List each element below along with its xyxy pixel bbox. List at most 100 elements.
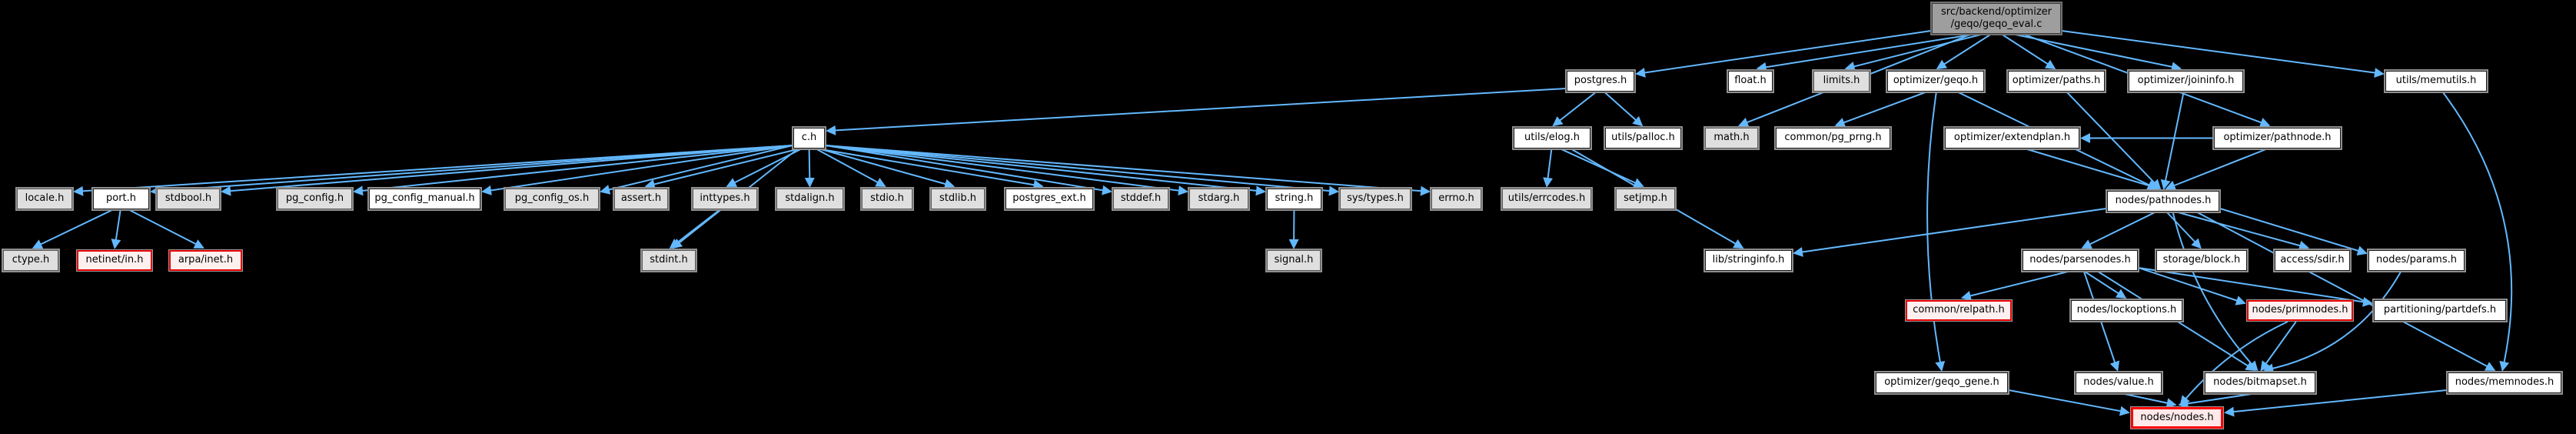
node-arpa-inet-h[interactable]: arpa/inet.h: [169, 250, 242, 271]
node-netinet-in-h[interactable]: netinet/in.h: [77, 250, 152, 271]
node-port-h[interactable]: port.h: [93, 189, 149, 209]
node-label: string.h: [1275, 192, 1314, 205]
node-pg-config-h[interactable]: pg_config.h: [278, 189, 352, 209]
include-edge-nodes_value_h-to-nodes_nodes_h: [2124, 393, 2177, 409]
node-label: signal.h: [1274, 254, 1314, 266]
node-c-h[interactable]: c.h: [793, 128, 825, 149]
node-storage-block-h[interactable]: storage/block.h: [2156, 250, 2247, 271]
node-stdalign-h[interactable]: stdalign.h: [776, 189, 843, 209]
node-partitioning-partdefs-h[interactable]: partitioning/partdefs.h: [2374, 300, 2506, 321]
node-stdint-h[interactable]: stdint.h: [642, 250, 696, 271]
node-signal-h[interactable]: signal.h: [1267, 250, 1321, 271]
include-edge-c_h-to-pg_config_os_h: [600, 145, 793, 195]
node-setjmp-h[interactable]: setjmp.h: [1616, 189, 1675, 209]
node-label: postgres_ext.h: [1012, 192, 1086, 205]
include-edge-optimizer_geqo_h-to-common_pg_prng_h: [1834, 92, 1926, 128]
include-edge-c_h-to-string_h: [825, 145, 1266, 196]
node-nodes-bitmapset-h[interactable]: nodes/bitmapset.h: [2205, 372, 2315, 393]
node-label: nodes/parsenodes.h: [2029, 254, 2131, 266]
include-edge-c_h-to-pg_config_h: [353, 145, 793, 196]
node-common-pg-prng-h[interactable]: common/pg_prng.h: [1776, 128, 1890, 149]
include-edge-nodes_parsenodes_h-to-nodes_primnodes_h: [2138, 267, 2246, 305]
include-edge-nodes_parsenodes_h-to-nodes_lockoptions_h: [2084, 271, 2127, 299]
node-utils-errcodes-h[interactable]: utils/errcodes.h: [1502, 189, 1591, 209]
include-edge-optimizer_paths_h-to-nodes_pathnodes_h: [2066, 92, 2162, 190]
include-edge-c_h-to-stdalign_h: [804, 149, 815, 188]
node-label: nodes/params.h: [2376, 254, 2457, 266]
node-postgres-ext-h[interactable]: postgres_ext.h: [1005, 189, 1093, 209]
include-edge-nodes_primnodes_h-to-nodes_nodes_h: [2179, 321, 2288, 406]
node-limits-h[interactable]: limits.h: [1813, 71, 1870, 92]
node-stdbool-h[interactable]: stdbool.h: [157, 189, 220, 209]
node-ctype-h[interactable]: ctype.h: [3, 250, 58, 271]
node-label: pg_config_os.h: [514, 192, 590, 205]
node-nodes-lockoptions-h[interactable]: nodes/lockoptions.h: [2071, 300, 2182, 321]
node-nodes-params-h[interactable]: nodes/params.h: [2368, 250, 2465, 271]
node-string-h[interactable]: string.h: [1267, 189, 1321, 209]
node-pg-config-os-h[interactable]: pg_config_os.h: [505, 189, 599, 209]
node-label: locale.h: [25, 192, 65, 205]
node-optimizer-pathnode-h[interactable]: optimizer/pathnode.h: [2214, 128, 2341, 149]
node-label: nodes/value.h: [2083, 376, 2154, 389]
node-nodes-memnodes-h[interactable]: nodes/memnodes.h: [2448, 372, 2561, 393]
node-geqo-eval-c[interactable]: src/backend/optimizer /geqo/geqo_eval.c: [1932, 3, 2061, 34]
node-utils-elog-h[interactable]: utils/elog.h: [1514, 128, 1590, 149]
node-nodes-pathnodes-h[interactable]: nodes/pathnodes.h: [2107, 191, 2219, 212]
include-edge-port_h-to-netinet_in_h: [111, 209, 121, 249]
node-label: optimizer/extendplan.h: [1953, 132, 2071, 144]
node-label: stdio.h: [870, 192, 904, 205]
include-edge-c_h-to-port_h: [150, 145, 793, 196]
node-label: utils/memutils.h: [2395, 75, 2477, 87]
node-label: nodes/pathnodes.h: [2115, 195, 2212, 207]
node-sys-types-h[interactable]: sys/types.h: [1340, 189, 1411, 209]
node-label: c.h: [801, 132, 817, 144]
include-edge-geqo_eval_c-to-optimizer_paths_h: [2002, 34, 2056, 70]
node-nodes-nodes-h[interactable]: nodes/nodes.h: [2131, 407, 2223, 429]
node-label: optimizer/joininfo.h: [2137, 75, 2235, 87]
node-optimizer-extendplan-h[interactable]: optimizer/extendplan.h: [1945, 128, 2079, 149]
include-edge-geqo_eval_c-to-optimizer_geqo_h: [1936, 34, 1991, 70]
node-label: nodes/nodes.h: [2140, 411, 2214, 423]
include-edge-geqo_eval_c-to-postgres_h: [1635, 30, 1932, 78]
node-nodes-parsenodes-h[interactable]: nodes/parsenodes.h: [2023, 250, 2138, 271]
include-edge-nodes_pathnodes_h-to-nodes_bitmapset_h: [2172, 212, 2259, 372]
include-edge-c_h-to-stdio_h: [816, 149, 886, 187]
node-label: pg_config.h: [285, 192, 344, 205]
include-edge-c_h-to-sys_types_h: [825, 145, 1339, 196]
node-access-sdir-h[interactable]: access/sdir.h: [2275, 250, 2350, 271]
node-postgres-h[interactable]: postgres.h: [1567, 71, 1634, 92]
node-inttypes-h[interactable]: inttypes.h: [693, 189, 757, 209]
node-errno-h[interactable]: errno.h: [1431, 189, 1481, 209]
node-stddef-h[interactable]: stddef.h: [1113, 189, 1168, 209]
node-stdarg-h[interactable]: stdarg.h: [1189, 189, 1248, 209]
node-label: ctype.h: [12, 254, 50, 266]
include-edge-postgres_h-to-utils_elog_h: [1552, 92, 1597, 127]
node-optimizer-geqo-gene-h[interactable]: optimizer/geqo_gene.h: [1876, 372, 2008, 393]
node-assert-h[interactable]: assert.h: [614, 189, 668, 209]
node-lib-stringinfo-h[interactable]: lib/stringinfo.h: [1705, 250, 1792, 271]
node-label: setjmp.h: [1624, 192, 1667, 205]
include-edge-nodes_pathnodes_h-to-nodes_parsenodes_h: [2081, 212, 2156, 249]
node-float-h[interactable]: float.h: [1728, 71, 1773, 92]
node-common-relpath-h[interactable]: common/relpath.h: [1906, 300, 2012, 321]
include-edge-utils_elog_h-to-utils_errcodes_h: [1543, 149, 1554, 188]
node-stdlib-h[interactable]: stdlib.h: [931, 189, 985, 209]
node-math-h[interactable]: math.h: [1705, 128, 1758, 149]
include-edge-geqo_eval_c-to-float_h: [1756, 34, 1973, 72]
node-locale-h[interactable]: locale.h: [17, 189, 72, 209]
include-edge-nodes_parsenodes_h-to-nodes_value_h: [2083, 271, 2120, 372]
include-edge-nodes_pathnodes_h-to-storage_block_h: [2166, 212, 2202, 249]
node-pg-config-manual-h[interactable]: pg_config_manual.h: [369, 189, 480, 209]
node-optimizer-joininfo-h[interactable]: optimizer/joininfo.h: [2129, 71, 2243, 92]
node-stdio-h[interactable]: stdio.h: [862, 189, 912, 209]
include-edge-c_h-to-stdarg_h: [825, 145, 1188, 196]
node-optimizer-paths-h[interactable]: optimizer/paths.h: [2008, 71, 2105, 92]
node-label: src/backend/optimizer /geqo/geqo_eval.c: [1940, 5, 2052, 30]
node-utils-memutils-h[interactable]: utils/memutils.h: [2385, 71, 2487, 92]
node-nodes-primnodes-h[interactable]: nodes/primnodes.h: [2247, 300, 2353, 321]
node-nodes-value-h[interactable]: nodes/value.h: [2076, 372, 2162, 393]
node-utils-palloc-h[interactable]: utils/palloc.h: [1605, 128, 1681, 149]
node-optimizer-geqo-h[interactable]: optimizer/geqo.h: [1887, 71, 1984, 92]
node-label: utils/elog.h: [1524, 132, 1580, 144]
